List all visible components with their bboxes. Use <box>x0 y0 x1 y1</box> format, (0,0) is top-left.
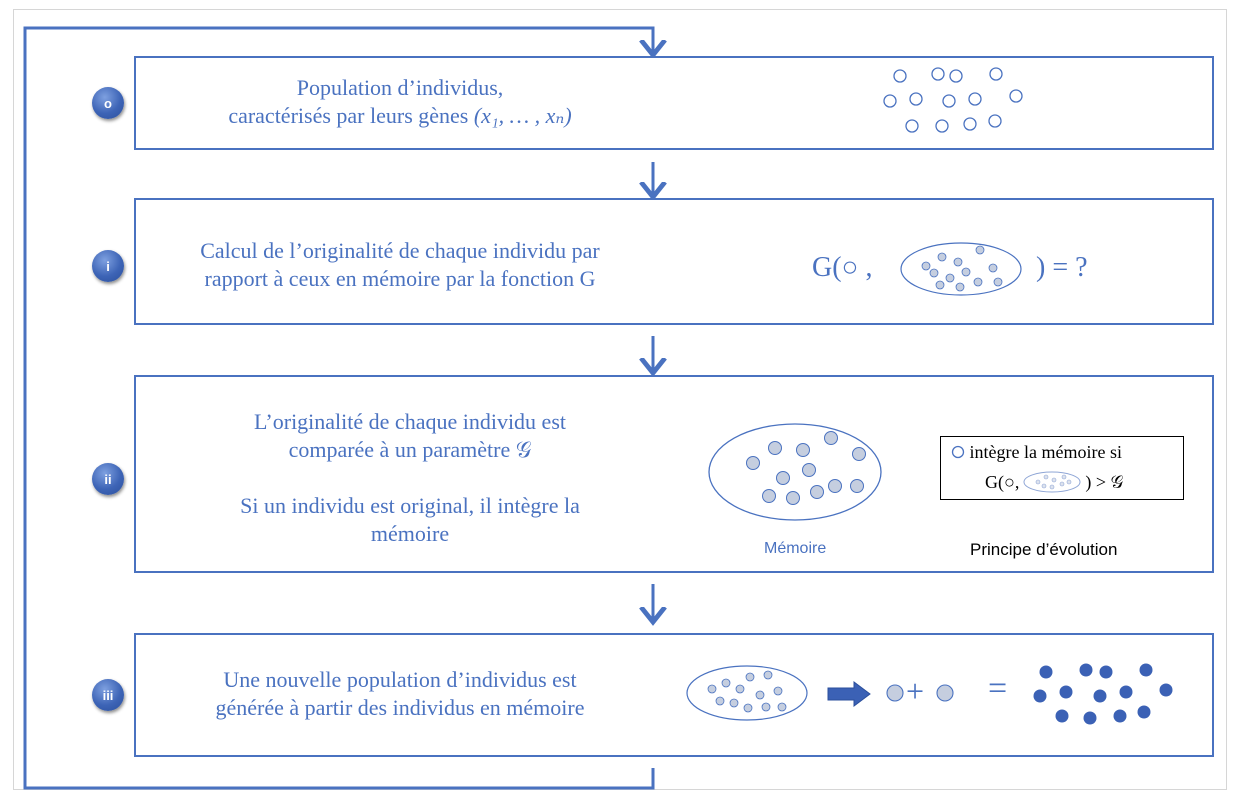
step-i-box <box>134 198 1214 325</box>
step-badge-ii: ii <box>92 463 124 495</box>
step-o-line2: caractérisés par leurs gènes (x₁, … , xₙ… <box>228 103 572 128</box>
step-iii-line2: générée à partir des individus en mémoir… <box>215 695 585 720</box>
principle-line2: G(○, ) > 𝒢 <box>985 470 1123 494</box>
individual-circle-icon <box>951 445 965 459</box>
feedback-loop-line <box>23 26 653 790</box>
step-ii-line4: mémoire <box>370 521 450 546</box>
memory-label: Mémoire <box>764 540 827 557</box>
memory-ellipse-icon <box>686 665 808 721</box>
memory-ellipse-icon <box>900 242 1022 296</box>
equals-sign: = <box>988 670 1008 707</box>
step-ii-line3: Si un individu est original, il intègre … <box>240 493 580 518</box>
formula-suffix: ) = ? <box>1036 252 1088 283</box>
formula-prefix: G(○ , <box>812 252 873 283</box>
step-badge-o: o <box>92 87 124 119</box>
right-block-arrow-icon <box>827 681 871 707</box>
step-o-line1: Population d’individus, <box>296 75 504 100</box>
step-ii-line1: L’originalité de chaque individu est <box>254 409 566 434</box>
genes-formula: (x₁, … , xₙ) <box>473 103 572 128</box>
principle-label: Principe d’évolution <box>970 540 1118 559</box>
population-circles <box>883 67 1023 133</box>
step-badge-i: i <box>92 250 124 282</box>
memory-ellipse-large <box>708 423 882 521</box>
plus-sign: + <box>906 673 925 709</box>
parent-circle-icon <box>886 684 904 702</box>
step-ii-text: L’originalité de chaque individu est com… <box>140 408 680 548</box>
step-o-text: Population d’individus, caractérisés par… <box>140 74 660 130</box>
step-i-text: Calcul de l’originalité de chaque indivi… <box>135 237 665 293</box>
step-iii-line1: Une nouvelle population d’individus est <box>223 667 577 692</box>
memory-mini-icon <box>1023 471 1081 493</box>
step-o-box <box>134 56 1214 150</box>
step-i-line1: Calcul de l’originalité de chaque indivi… <box>200 238 600 263</box>
principle-line1: intègre la mémoire si <box>951 442 1122 463</box>
spacer <box>140 464 680 492</box>
originality-formula: G(○ , <box>812 250 872 286</box>
principle-box: intègre la mémoire si G(○, ) > 𝒢 <box>940 436 1184 500</box>
step-badge-iii: iii <box>92 679 124 711</box>
step-i-line2: rapport à ceux en mémoire par la fonctio… <box>204 266 596 291</box>
step-ii-line2: comparée à un paramètre 𝒢 <box>288 437 532 462</box>
step-iii-text: Une nouvelle population d’individus est … <box>140 666 660 722</box>
new-population-circles <box>1033 663 1173 725</box>
parent-circle-icon <box>936 684 954 702</box>
